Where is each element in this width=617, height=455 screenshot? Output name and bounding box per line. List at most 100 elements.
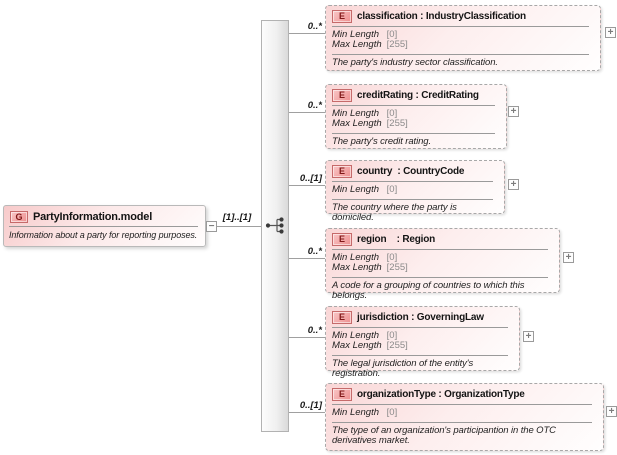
- root-group-box[interactable]: G PartyInformation.model Information abo…: [3, 205, 206, 247]
- connector-line: [289, 337, 325, 338]
- cardinality-label: 0..[1]: [299, 400, 322, 411]
- facet-row: Min Length [0]: [332, 253, 553, 263]
- facet-name: Min Length: [332, 330, 380, 341]
- expand-toggle[interactable]: +: [523, 331, 534, 342]
- facet-row: Min Length [0]: [332, 185, 498, 195]
- element-title-row: E jurisdiction : GoverningLaw: [326, 307, 519, 327]
- divider: [332, 199, 493, 200]
- divider: [332, 54, 589, 55]
- element-description: The party's credit rating.: [332, 136, 432, 147]
- element-title: creditRating : CreditRating: [357, 90, 479, 101]
- connector-line: [289, 185, 325, 186]
- facet-name: Min Length: [332, 252, 380, 263]
- facet-row: Min Length [0]: [332, 30, 594, 40]
- facet-list: Min Length [0] Max Length [255]: [326, 250, 559, 277]
- facet-name: Max Length: [332, 39, 382, 50]
- facet-row: Min Length [0]: [332, 109, 500, 119]
- element-description: The party's industry sector classificati…: [332, 57, 498, 68]
- facet-value: [0]: [386, 330, 398, 341]
- cardinality-label: 0..*: [307, 246, 322, 257]
- root-connector-line: [217, 226, 261, 227]
- facet-value: [0]: [386, 252, 398, 263]
- expand-toggle[interactable]: +: [508, 179, 519, 190]
- element-box-classification[interactable]: E classification : IndustryClassificatio…: [325, 5, 601, 71]
- expand-toggle[interactable]: +: [563, 252, 574, 263]
- divider: [332, 26, 589, 27]
- element-box-creditrating[interactable]: E creditRating : CreditRating Min Length…: [325, 84, 507, 149]
- facet-name: Max Length: [332, 340, 382, 351]
- element-description: The type of an organization's participan…: [332, 425, 556, 446]
- facet-row: Min Length [0]: [332, 408, 597, 418]
- divider: [332, 277, 548, 278]
- facet-value: [0]: [386, 29, 398, 40]
- connector-line: [289, 33, 325, 34]
- element-description: The legal jurisdiction of the entity's r…: [332, 358, 474, 379]
- facet-value: [255]: [386, 39, 408, 50]
- element-box-region[interactable]: E region : Region Min Length [0] Max Len…: [325, 228, 560, 301]
- expand-toggle[interactable]: +: [605, 27, 616, 38]
- facet-name: Min Length: [332, 407, 380, 418]
- element-icon: E: [332, 388, 352, 401]
- element-description: A code for a grouping of countries to wh…: [332, 280, 525, 301]
- element-title: classification : IndustryClassification: [357, 11, 526, 22]
- divider: [332, 181, 493, 182]
- group-icon: G: [10, 210, 28, 223]
- facet-value: [0]: [386, 184, 398, 195]
- divider: [332, 422, 592, 423]
- element-icon: E: [332, 233, 352, 246]
- facet-row: Max Length [255]: [332, 40, 594, 50]
- facet-name: Max Length: [332, 118, 382, 129]
- cardinality-label: 0..*: [307, 325, 322, 336]
- facet-row: Max Length [255]: [332, 263, 553, 273]
- facet-value: [0]: [386, 108, 398, 119]
- sequence-icon: [265, 217, 284, 234]
- connector-line: [289, 258, 325, 259]
- facet-list: Min Length [0]: [326, 182, 504, 199]
- divider: [332, 249, 548, 250]
- element-box-organizationtype[interactable]: E organizationType : OrganizationType Mi…: [325, 383, 604, 451]
- connector-line: [289, 112, 325, 113]
- element-title-row: E region : Region: [326, 229, 559, 249]
- divider: [332, 105, 495, 106]
- root-description: Information about a party for reporting …: [9, 230, 198, 240]
- element-title-row: E country : CountryCode: [326, 161, 504, 181]
- root-title: PartyInformation.model: [33, 210, 153, 223]
- facet-value: [255]: [386, 262, 408, 273]
- element-icon: E: [332, 165, 352, 178]
- expand-toggle[interactable]: +: [606, 406, 617, 417]
- cardinality-label: 0..*: [307, 21, 322, 32]
- root-cardinality-label: [1]..[1]: [222, 212, 252, 223]
- element-title: jurisdiction : GoverningLaw: [357, 312, 484, 323]
- facet-value: [255]: [386, 118, 408, 129]
- cardinality-label: 0..*: [307, 100, 322, 111]
- facet-row: Max Length [255]: [332, 341, 513, 351]
- element-title: region : Region: [357, 234, 436, 245]
- element-title-row: E classification : IndustryClassificatio…: [326, 6, 600, 26]
- facet-name: Min Length: [332, 184, 380, 195]
- facet-row: Max Length [255]: [332, 119, 500, 129]
- element-box-country[interactable]: E country : CountryCode Min Length [0] T…: [325, 160, 505, 223]
- divider: [9, 226, 198, 227]
- element-box-jurisdiction[interactable]: E jurisdiction : GoverningLaw Min Length…: [325, 306, 520, 379]
- element-title-row: E creditRating : CreditRating: [326, 85, 506, 105]
- root-title-row: G PartyInformation.model: [4, 206, 205, 226]
- facet-name: Max Length: [332, 262, 382, 273]
- facet-row: Min Length [0]: [332, 331, 513, 341]
- divider: [332, 355, 508, 356]
- element-title: country : CountryCode: [357, 166, 465, 177]
- element-title-row: E organizationType : OrganizationType: [326, 384, 603, 404]
- facet-list: Min Length [0] Max Length [255]: [326, 328, 519, 355]
- collapse-toggle[interactable]: −: [206, 221, 217, 232]
- facet-value: [255]: [386, 340, 408, 351]
- element-description: The country where the party is domiciled…: [332, 202, 457, 223]
- facet-list: Min Length [0]: [326, 405, 603, 422]
- connector-line: [289, 412, 325, 413]
- facet-name: Min Length: [332, 108, 380, 119]
- facet-list: Min Length [0] Max Length [255]: [326, 27, 600, 54]
- cardinality-label: 0..[1]: [299, 173, 322, 184]
- facet-list: Min Length [0] Max Length [255]: [326, 106, 506, 133]
- expand-toggle[interactable]: +: [508, 106, 519, 117]
- divider: [332, 404, 592, 405]
- element-icon: E: [332, 311, 352, 324]
